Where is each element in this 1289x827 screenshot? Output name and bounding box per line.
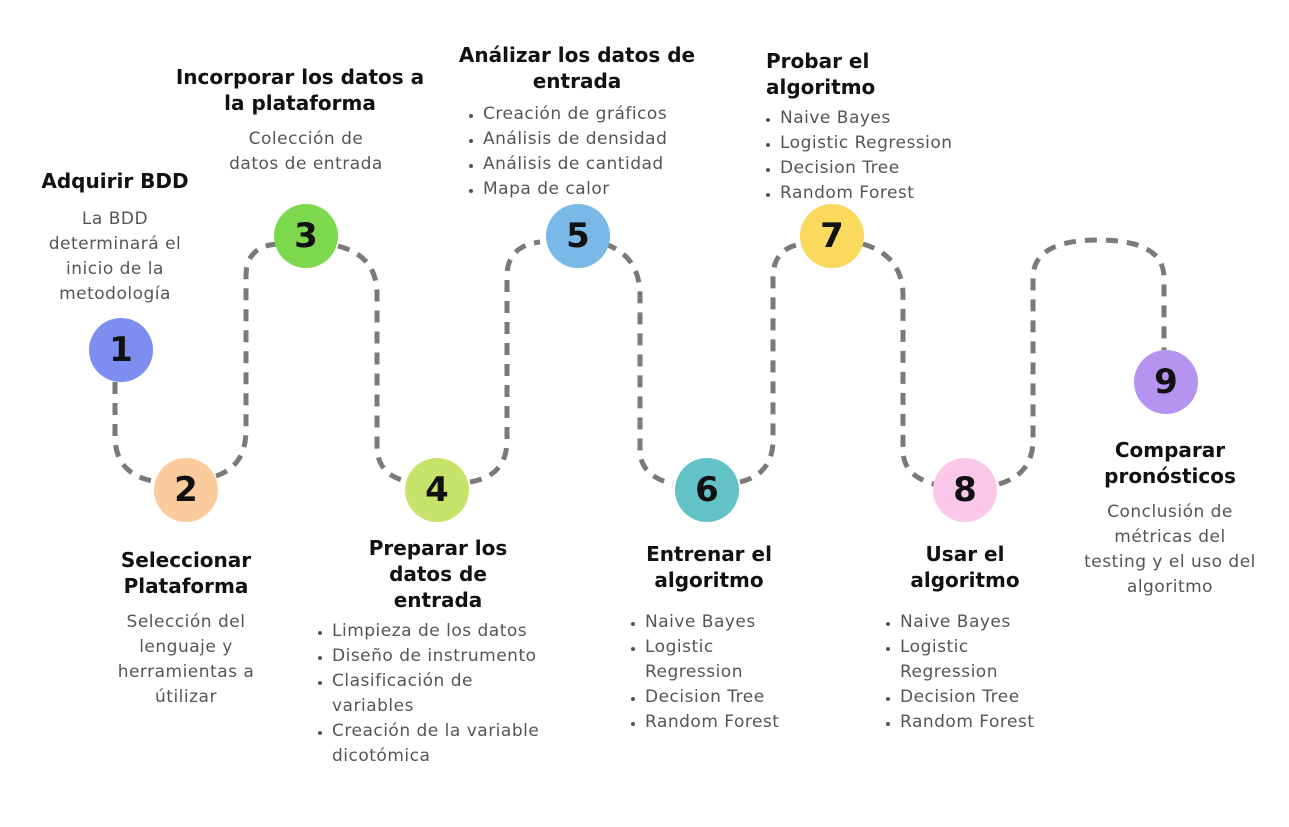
step-5-item: Creación de gráficos: [483, 102, 743, 127]
step-4-title: Preparar los datos de entrada: [368, 536, 508, 612]
step-5-circle: 5: [546, 204, 610, 268]
step-5-item: Mapa de calor: [483, 177, 743, 202]
step-7-item: Decision Tree: [780, 156, 1020, 181]
step-9-circle: 9: [1134, 350, 1198, 414]
step-7-item: Random Forest: [780, 181, 1020, 206]
step-3-description: Colección de datos de entrada: [229, 129, 383, 174]
connector-line: [112, 237, 1167, 487]
step-2-description: Selección del lenguaje y herramientas a …: [117, 612, 255, 707]
step-4-list: Limpieza de los datos Diseño de instrume…: [304, 619, 602, 769]
step-8-circle: 8: [933, 458, 997, 522]
step-5-title: Análizar los datos de entrada: [458, 43, 696, 93]
step-2-title: Seleccionar Plataforma: [120, 548, 252, 598]
step-6-item: Naive Bayes: [645, 610, 845, 635]
step-6-item: Logistic Regression: [645, 635, 775, 685]
step-8-item: Decision Tree: [900, 685, 1100, 710]
step-6-title: Entrenar el algoritmo: [646, 542, 772, 592]
step-3-circle: 3: [274, 204, 338, 268]
step-4-item: Diseño de instrumento: [332, 644, 602, 669]
step-7-list: Naive Bayes Logistic Regression Decision…: [752, 106, 1020, 206]
step-6-item: Decision Tree: [645, 685, 845, 710]
step-8-item: Naive Bayes: [900, 610, 1100, 635]
step-8-list: Naive Bayes Logistic Regression Decision…: [872, 610, 1100, 735]
step-1-title: Adquirir BDD: [41, 169, 189, 193]
step-5-item: Análisis de cantidad: [483, 152, 743, 177]
step-8-title: Usar el algoritmo: [910, 542, 1020, 592]
step-9-title: Comparar pronósticos: [1104, 438, 1236, 488]
step-5-list: Creación de gráficos Análisis de densida…: [455, 102, 743, 202]
step-4-item: Limpieza de los datos: [332, 619, 602, 644]
step-4-item: Creación de la variable dicotómica: [332, 719, 582, 769]
step-2-circle: 2: [154, 458, 218, 522]
step-7-title: Probar el algoritmo: [766, 49, 876, 99]
step-6-item: Random Forest: [645, 710, 845, 735]
step-6-circle: 6: [675, 458, 739, 522]
step-8-item: Logistic Regression: [900, 635, 1030, 685]
step-1-circle: 1: [89, 318, 153, 382]
step-6-list: Naive Bayes Logistic Regression Decision…: [617, 610, 845, 735]
step-3-title: Incorporar los datos a la plataforma: [175, 65, 425, 115]
step-7-item: Naive Bayes: [780, 106, 1020, 131]
step-7-circle: 7: [800, 204, 864, 268]
step-5-item: Análisis de densidad: [483, 127, 743, 152]
step-4-item: Clasificación de variables: [332, 669, 522, 719]
step-9-description: Conclusión de métricas del testing y el …: [1084, 502, 1256, 597]
step-7-item: Logistic Regression: [780, 131, 1020, 156]
step-8-item: Random Forest: [900, 710, 1100, 735]
step-1-description: La BDD determinará el inicio de la metod…: [48, 209, 182, 304]
step-4-circle: 4: [405, 458, 469, 522]
